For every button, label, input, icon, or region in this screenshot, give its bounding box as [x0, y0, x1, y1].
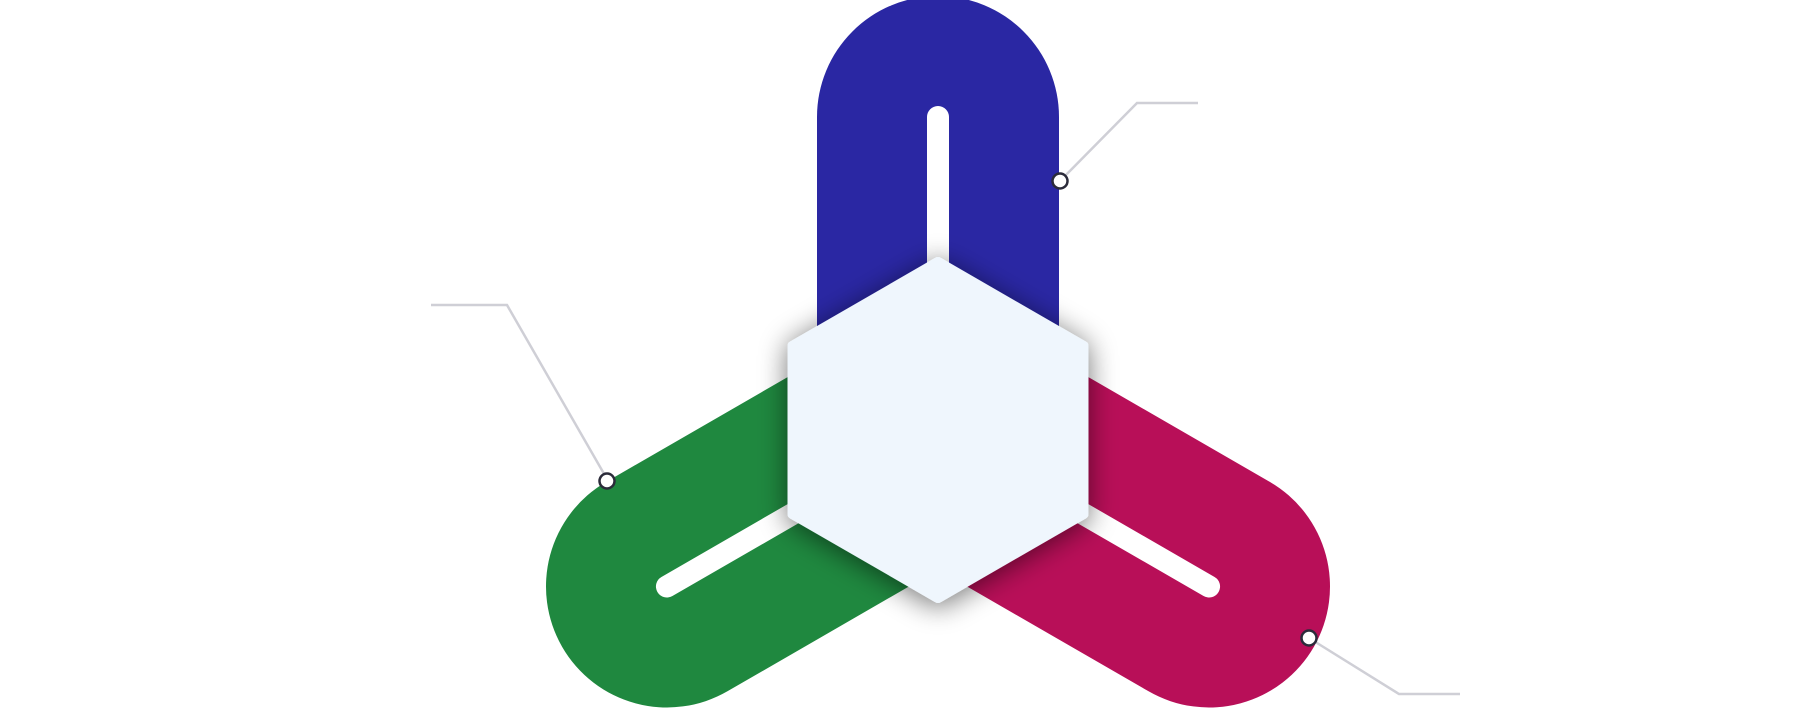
callout-line-top: [1059, 101, 1198, 182]
callout-line-right: [1308, 636, 1460, 696]
center-hexagon-shape: [787, 257, 1089, 603]
callout-line-left: [431, 303, 609, 480]
marker-right-icon[interactable]: [1300, 629, 1318, 647]
callout-markers: [598, 172, 1318, 647]
marker-left-icon[interactable]: [598, 472, 616, 490]
callouts: [431, 101, 1460, 696]
marker-top-icon[interactable]: [1051, 172, 1069, 190]
center-hexagon: [787, 257, 1089, 603]
